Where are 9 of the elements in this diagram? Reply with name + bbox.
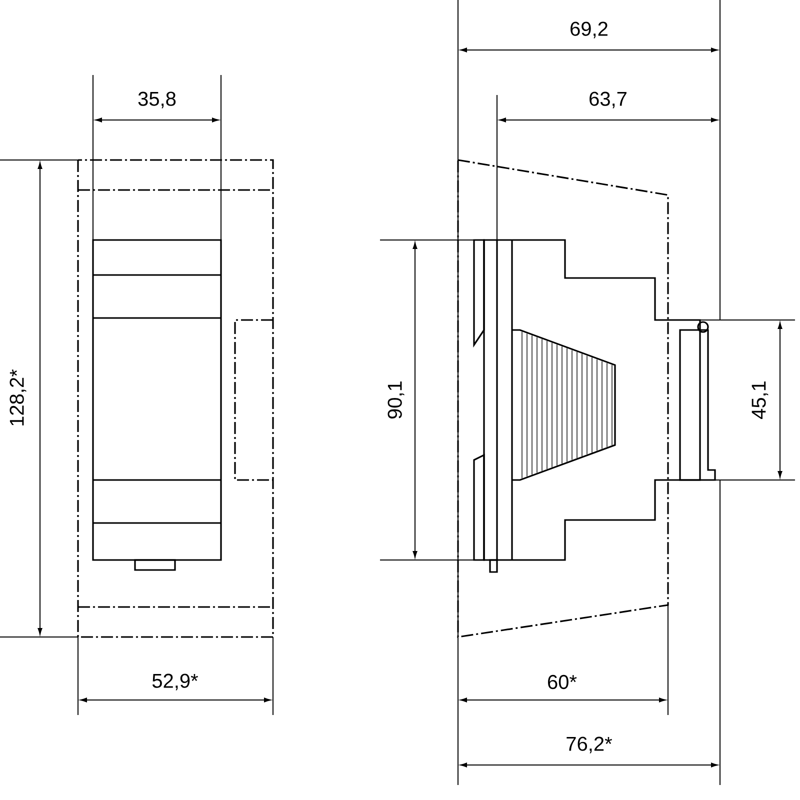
- dimension-label: 52,9*: [152, 674, 198, 690]
- dimension-label: 69,2: [570, 22, 608, 38]
- dimension-label: 63,7: [590, 92, 626, 108]
- dimension-label: 35,8: [138, 92, 176, 108]
- dimension-label: 45,1: [752, 382, 768, 420]
- dimension-label: 76,2*: [566, 736, 612, 754]
- dimension-label: 128,2*: [10, 369, 26, 426]
- dimension-label: 90,1: [388, 382, 404, 419]
- dimension-label: 60*: [548, 674, 577, 690]
